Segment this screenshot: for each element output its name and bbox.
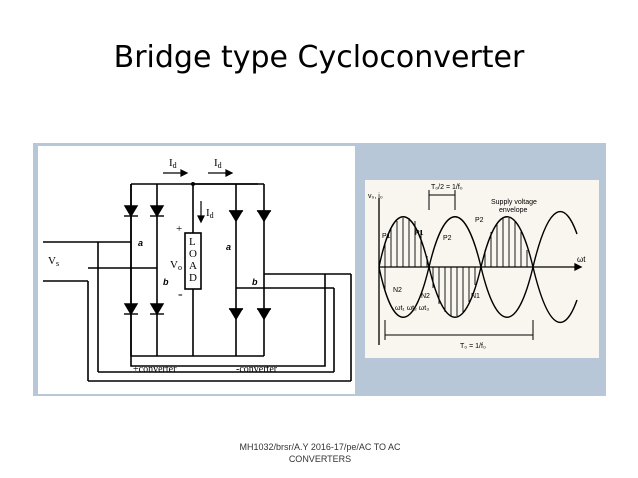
load-letter-o: O [189,248,197,260]
slide-title: Bridge type Cycloconverter [113,40,525,75]
vo-label: Vo [170,259,182,272]
id-label-3: Id [206,207,214,220]
id-label-1: Id [169,157,177,170]
wave-t0-top-label: T₀/2 = 1/f₀ [431,184,463,191]
wave-x-label: ωt [577,255,586,264]
waveform-diagram: v₀, i₀ ωt T₀/2 = 1/f₀ Supply voltage env… [365,180,599,358]
plus-sign: + [176,223,182,235]
node-a-left: a [138,238,143,248]
footer-line-2: CONVERTERS [288,454,352,464]
minus-sign: - [178,287,183,302]
load-letter-d: D [189,272,197,284]
id-label-2: Id [214,157,222,170]
footer-line-1: MH1032/brsr/A.Y 2016-17/pe/AC TO AC [239,442,401,452]
neg-converter-label: -converter [236,364,278,375]
node-a-right: a [226,242,231,252]
wave-t0-bottom-label: T₀ = 1/f₀ [460,343,486,350]
circuit-svg: Id Id Id Vs Vo + - L O A D +converter -c… [43,157,352,382]
p-label-1: P1 [382,233,391,240]
waveform-svg: v₀, i₀ ωt T₀/2 = 1/f₀ Supply voltage env… [368,184,586,350]
wt-labels: ωt₁ ωt₂ ωt₃ [395,305,429,312]
vs-label: Vs [48,255,59,268]
p-label-4: P2 [475,217,484,224]
load-letter-l: L [189,236,196,248]
pos-converter-label: +converter [133,364,177,375]
p-label-3: P2 [443,235,452,242]
load-letter-a: A [189,260,197,272]
n-label-3: N1 [471,293,480,300]
slide-footer: MH1032/brsr/A.Y 2016-17/pe/AC TO AC CONV… [200,441,440,465]
supply-note-line1: Supply voltage [491,199,537,206]
wave-y-label: v₀, i₀ [368,193,383,200]
node-b-right: b [252,277,258,287]
circuit-diagram: Id Id Id Vs Vo + - L O A D +converter -c… [38,146,355,394]
supply-note-line2: envelope [499,207,528,214]
n-label-2: N2 [421,293,430,300]
node-b-left: b [163,277,169,287]
p-label-2: P1 [415,230,424,237]
n-label-1: N2 [393,287,402,294]
figure-panel: Id Id Id Vs Vo + - L O A D +converter -c… [33,143,606,396]
